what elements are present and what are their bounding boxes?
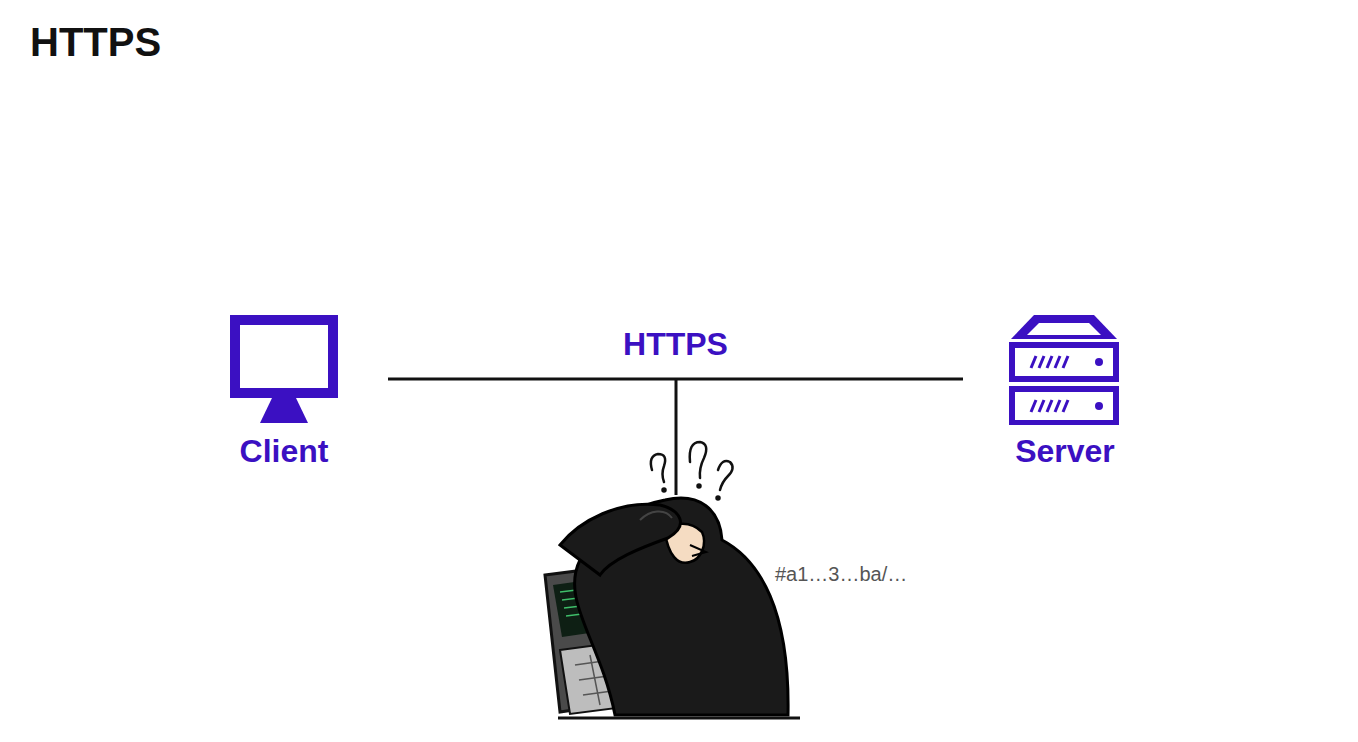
tap-line <box>675 379 678 495</box>
question-marks <box>651 442 733 500</box>
connection-label: HTTPS <box>619 326 732 363</box>
monitor-icon <box>228 313 340 425</box>
client-node: Client <box>180 313 388 474</box>
server-icon <box>1009 313 1121 425</box>
hooded-figure <box>560 498 788 715</box>
node-label: Client <box>180 433 388 470</box>
node-label: Server <box>963 433 1167 470</box>
ground-line <box>558 717 800 720</box>
intercepted-data: #a1…3…ba/… <box>775 563 907 586</box>
server-node: Server <box>963 313 1167 474</box>
diagram-title: HTTPS <box>30 20 161 65</box>
